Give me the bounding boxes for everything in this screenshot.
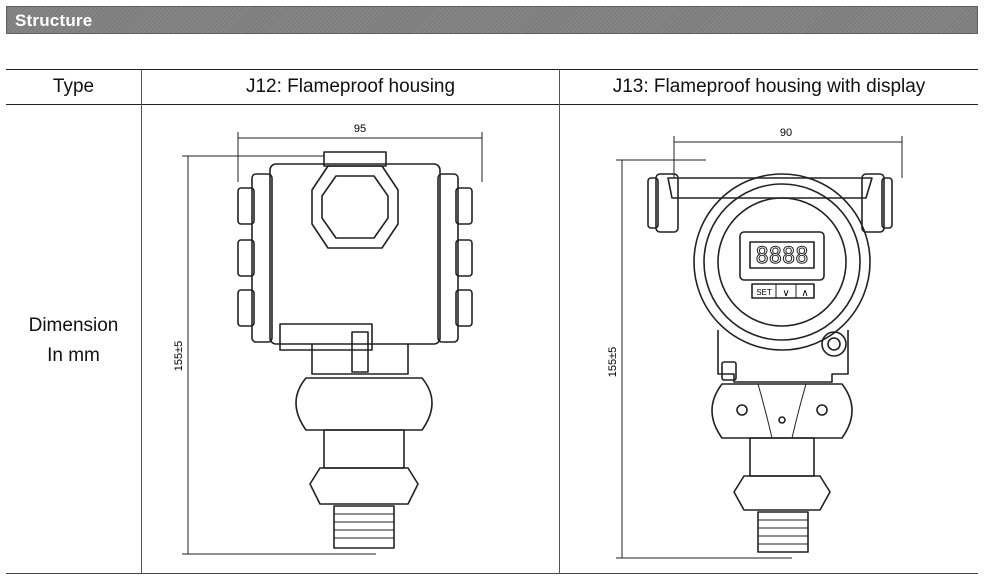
table-column-divider-2 (559, 69, 560, 574)
section-title: Structure (15, 11, 93, 30)
row-label-dimension: Dimension (28, 315, 119, 336)
j12-dimension-drawing: 95 155±5 (173, 123, 483, 555)
j12-height-dimension: 155±5 (173, 341, 185, 372)
j13-up-key-label: ∧ (801, 288, 808, 299)
header-type: Type (52, 76, 95, 97)
table-top-border (6, 69, 978, 70)
j12-width-dimension: 95 (354, 123, 366, 135)
table-header-divider (6, 104, 978, 105)
j13-set-key-label: SET (756, 288, 772, 297)
j13-dimension-drawing: 90 155±5 8888 SET ∨ ∧ (607, 127, 903, 559)
j13-down-key-label: ∨ (782, 288, 789, 299)
j13-width-dimension: 90 (780, 127, 792, 139)
structure-table: Type J12: Flameproof housing J13: Flamep… (6, 69, 978, 574)
j13-lcd-digits: 8888 (756, 244, 809, 269)
j13-height-dimension: 155±5 (607, 347, 619, 378)
header-j12: J12: Flameproof housing (245, 76, 456, 97)
table-bottom-border (6, 573, 978, 574)
header-j13: J13: Flameproof housing with display (612, 76, 926, 97)
row-label-unit: In mm (47, 345, 100, 366)
table-column-divider-1 (141, 69, 142, 574)
section-header-bar: Structure (6, 6, 978, 34)
